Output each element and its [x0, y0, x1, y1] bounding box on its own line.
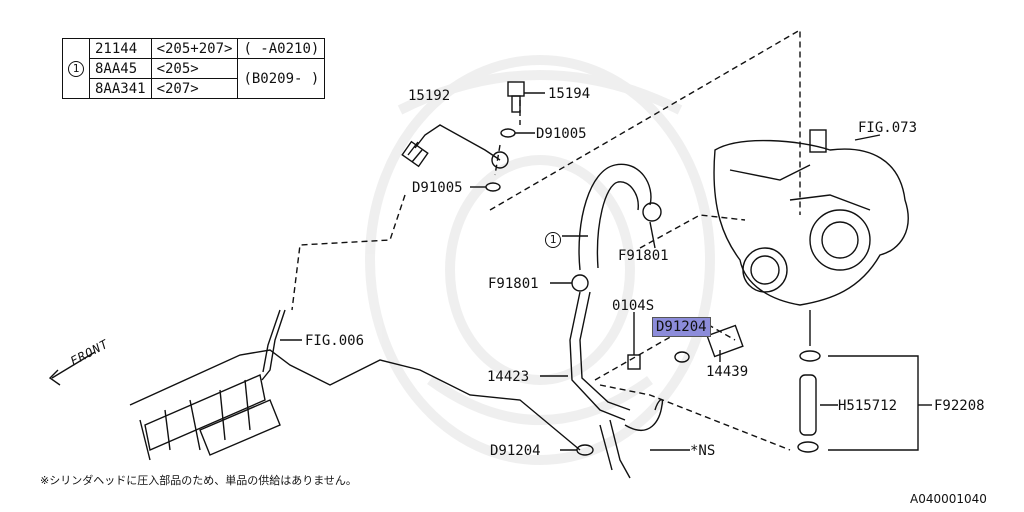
parts-applicability-table: 1 21144 <205+207> ( -A0210) 8AA45 <205> …	[62, 38, 326, 99]
label-15194[interactable]: 15194	[548, 86, 591, 102]
washer-d91204-top	[674, 351, 690, 363]
table-cell: <205>	[150, 58, 239, 79]
label-ns[interactable]: *NS	[690, 443, 716, 459]
table-row: 1 21144 <205+207> ( -A0210)	[62, 38, 326, 99]
label-f91801-left[interactable]: F91801	[488, 276, 539, 292]
label-h515712[interactable]: H515712	[838, 398, 898, 414]
pipe-14423	[569, 291, 626, 421]
clip-f91801-right	[642, 202, 662, 222]
table-cell: 8AA45	[89, 58, 152, 79]
diagram-id: A040001040	[910, 492, 987, 506]
table-cell: 8AA341	[89, 78, 152, 99]
table-row: 8AA341 <207>	[63, 78, 325, 99]
banjo-bolt-14439	[706, 324, 744, 358]
label-d91204-highlighted[interactable]: D91204	[652, 317, 711, 337]
label-fig006[interactable]: FIG.006	[305, 333, 365, 349]
washer-d91005-top	[500, 128, 516, 138]
label-14423[interactable]: 14423	[487, 369, 530, 385]
pipe-fig006	[261, 309, 286, 381]
label-item-1[interactable]: 1	[545, 228, 561, 248]
table-row: 8AA45 <205> (B0209- )	[63, 58, 326, 99]
clip-f92208-bottom	[797, 441, 819, 453]
footnote: ※シリンダヘッドに圧入部品のため、単品の供給はありません。	[40, 474, 357, 487]
washer-d91005-left	[485, 182, 501, 192]
clip-f91801-left	[571, 274, 589, 292]
label-d91005-top[interactable]: D91005	[536, 126, 587, 142]
label-15192[interactable]: 15192	[408, 88, 451, 104]
pipe-15192	[414, 124, 501, 161]
hose-h515712	[799, 374, 817, 436]
bolt-15194	[507, 81, 525, 97]
hose-item-1	[578, 163, 652, 271]
bolt-0104s	[627, 354, 641, 370]
label-fig073[interactable]: FIG.073	[858, 120, 918, 136]
label-0104s[interactable]: 0104S	[612, 298, 655, 314]
label-d91204-bottom[interactable]: D91204	[490, 443, 541, 459]
clip-f92208-top	[799, 350, 821, 362]
table-cell: 21144	[89, 38, 152, 59]
table-cell: (B0209- )	[237, 58, 326, 99]
label-14439[interactable]: 14439	[706, 364, 749, 380]
label-d91005-left[interactable]: D91005	[412, 180, 463, 196]
table-cell: <207>	[150, 78, 239, 99]
watermark-emblem	[365, 55, 715, 465]
table-cell: ( -A0210)	[237, 38, 326, 59]
front-arrow-icon	[48, 351, 96, 386]
label-f92208[interactable]: F92208	[934, 398, 985, 414]
table-mark-cell: 1	[62, 38, 90, 99]
cylinder-head	[129, 349, 581, 461]
table-cell: <205+207>	[150, 38, 239, 59]
label-f91801-right[interactable]: F91801	[618, 248, 669, 264]
turbocharger	[713, 129, 909, 306]
